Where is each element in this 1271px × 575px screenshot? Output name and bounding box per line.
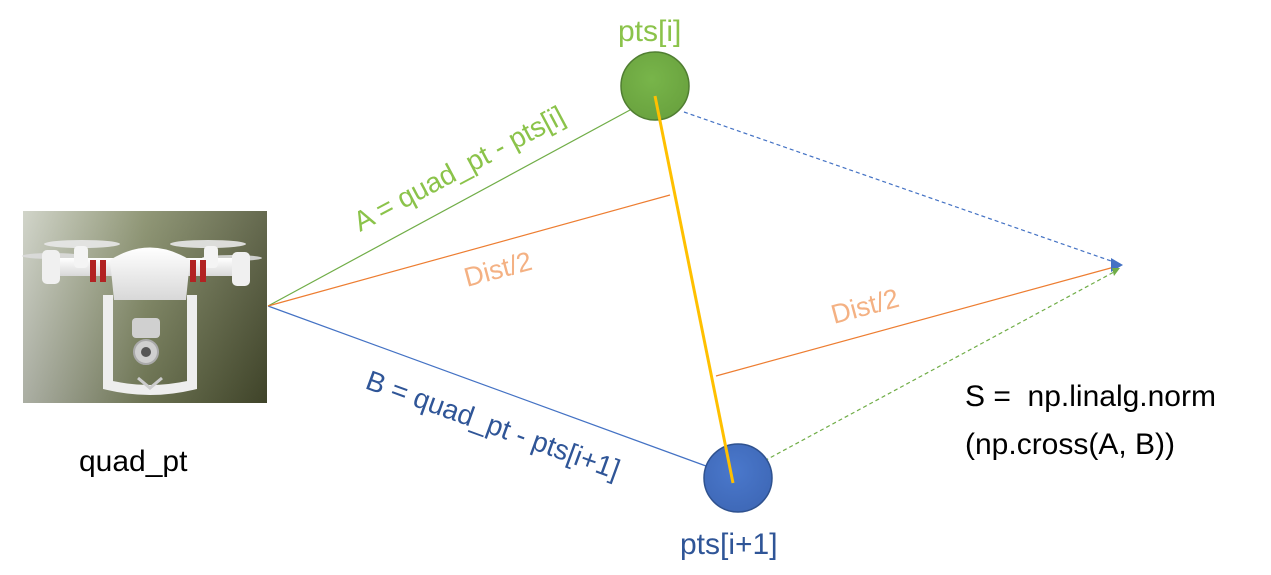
formula-line-1: S = np.linalg.norm [965, 380, 1216, 413]
label-vector-b: B = quad_pt - pts[i+1] [362, 365, 624, 486]
label-pts-i: pts[i] [618, 15, 681, 48]
vector-b-line [267, 305, 707, 467]
label-dist-half-right: Dist/2 [828, 283, 902, 330]
point-i1-circle [703, 443, 773, 513]
arrow-head-green [1112, 268, 1120, 276]
dashed-green-line [739, 271, 1115, 475]
dist-half-left-line [267, 194, 671, 307]
quadcopter-photo [22, 211, 267, 403]
label-quad-pt: quad_pt [79, 445, 188, 478]
segment-line [653, 95, 735, 484]
formula-line-2: (np.cross(A, B)) [965, 428, 1175, 461]
label-dist-half-left: Dist/2 [461, 246, 535, 293]
dist-half-right-line [715, 265, 1119, 377]
label-pts-i1: pts[i+1] [680, 528, 778, 561]
dashed-blue-line [683, 111, 1115, 263]
vector-a-line [267, 109, 631, 307]
point-i-circle [620, 51, 690, 121]
label-vector-a: A = quad_pt - pts[i] [348, 100, 569, 237]
